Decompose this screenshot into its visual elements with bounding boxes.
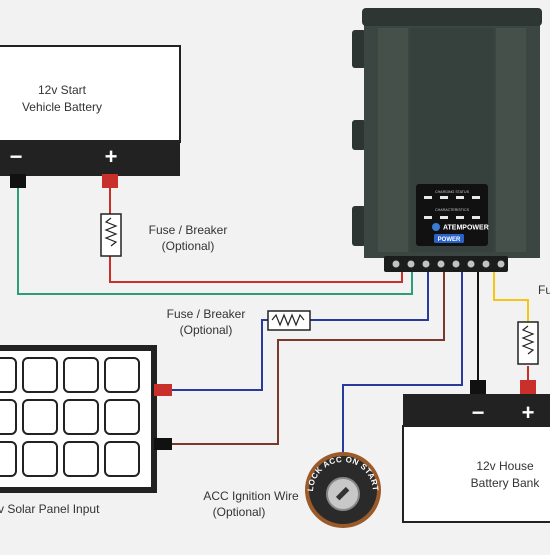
status-led [456,216,464,219]
start-battery-label-1: 12v Start [38,83,87,97]
power-button-label: POWER [438,237,461,243]
status-led [456,196,464,199]
house-positive-symbol: + [522,400,535,425]
wire-solar-positive [172,319,268,391]
charger-leds [424,196,480,219]
terminal-screw [437,260,445,268]
solar-cell [63,441,99,477]
terminal-screw [497,260,505,268]
mount-tab-left-mid [352,120,366,150]
charger-characteristics: CHARACTERISTICS [435,208,470,212]
house-battery-terminal-bar [403,394,550,428]
acc-label-2: (Optional) [213,505,266,519]
wire-solar-positive-2 [310,270,429,321]
fuse-solar-label-2: (Optional) [180,323,233,337]
solar-cell [0,441,17,477]
wire-start-negative [17,186,413,295]
solar-panel [0,345,172,493]
charger-brand: ATEMPOWER [443,225,489,232]
solar-cell [22,441,58,477]
wire-solar-negative [172,270,445,445]
solar-cell [22,399,58,435]
status-led [440,216,448,219]
solar-cells [0,357,140,477]
wire-house-pos-yellow [493,270,529,322]
wire-start-positive-2 [109,256,403,283]
charger-top-cap [362,8,542,26]
wire-acc [342,270,463,460]
solar-cell [0,357,17,393]
house-negative-terminal [470,380,486,394]
dc-dc-charger: CHARGING STATUS CHARACTERISTICS ATEMPOWE… [352,8,542,272]
fuse-house-zigzag [521,325,535,355]
solar-cell [104,441,140,477]
status-led [424,216,432,219]
fuse-start-label-2: (Optional) [162,239,215,253]
status-led [472,216,480,219]
fuse-start [100,213,122,257]
mount-tab-left-bottom [352,206,366,246]
house-positive-terminal [520,380,536,394]
status-led [424,196,432,199]
fuse-house [517,321,539,365]
solar-cell [63,357,99,393]
solar-cell [0,399,17,435]
solar-positive-terminal [154,384,172,396]
fuse-solar-label-1: Fuse / Breaker [167,307,246,321]
house-battery: − + 12v House Battery Bank [402,380,550,523]
ignition-key-slot [335,486,350,501]
solar-cell [104,357,140,393]
power-button[interactable] [434,234,464,243]
solar-cell [104,399,140,435]
mount-tab-left-top [352,30,366,68]
fuse-start-label-1: Fuse / Breaker [149,223,228,237]
fuse-house-label: Fu [538,283,550,297]
solar-negative-terminal [154,438,172,450]
house-battery-label-2: Battery Bank [471,476,541,490]
solar-cell [22,357,58,393]
solar-cell [63,399,99,435]
house-negative-symbol: − [472,400,485,425]
status-led [440,196,448,199]
brand-logo-icon [432,223,440,231]
start-positive-terminal [102,174,118,188]
start-battery-terminal-bar [0,140,180,176]
terminal-screw [392,260,400,268]
terminal-screw [452,260,460,268]
charger-side-panel-right [496,28,526,252]
start-battery: 12v Start Vehicle Battery − + [0,45,181,188]
start-battery-label-2: Vehicle Battery [22,100,102,114]
terminal-screw [407,260,415,268]
fuse-solar-zigzag [271,313,305,327]
terminal-screw [482,260,490,268]
fuse-solar [267,310,311,331]
acc-label-1: ACC Ignition Wire [203,489,299,503]
start-positive-symbol: + [105,144,118,169]
charger-side-panel-left [378,28,408,252]
terminal-screw [422,260,430,268]
terminal-screw [467,260,475,268]
charger-status-title: CHARGING STATUS [435,190,470,194]
status-led [472,196,480,199]
fuse-start-zigzag [104,217,118,247]
ignition-switch: LOCK ACC ON START [305,452,381,528]
start-negative-terminal [10,174,26,188]
wires [17,186,529,460]
solar-label: v Solar Panel Input [0,502,100,516]
charger-display [416,184,488,246]
charger-terminal-screws [392,260,505,268]
house-battery-label-1: 12v House [476,459,534,473]
start-negative-symbol: − [10,144,23,169]
charger-terminal-strip [384,256,508,272]
